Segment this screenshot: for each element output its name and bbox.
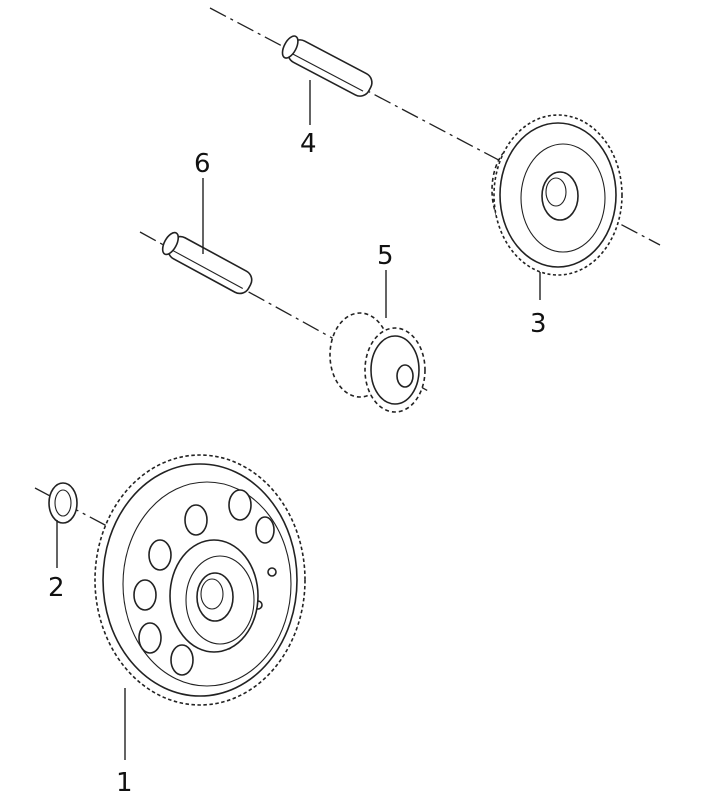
callout-4: 4 [300,129,317,159]
washer-2 [48,482,78,524]
gear-5 [329,312,426,413]
callout-6: 6 [194,149,211,179]
gear-5-bore [396,364,414,388]
gear-3-hub [541,171,579,221]
gear-1-bore [196,572,234,622]
gear-3 [491,114,623,276]
callout-3: 3 [530,309,547,339]
callout-2: 2 [48,573,65,603]
callout-5: 5 [377,241,394,271]
pin-6 [161,231,253,295]
gear-1-holes [133,489,275,676]
gear-1 [94,454,306,706]
axis-line-upper [209,7,661,246]
callout-1: 1 [116,768,133,798]
pin-4 [281,35,373,97]
